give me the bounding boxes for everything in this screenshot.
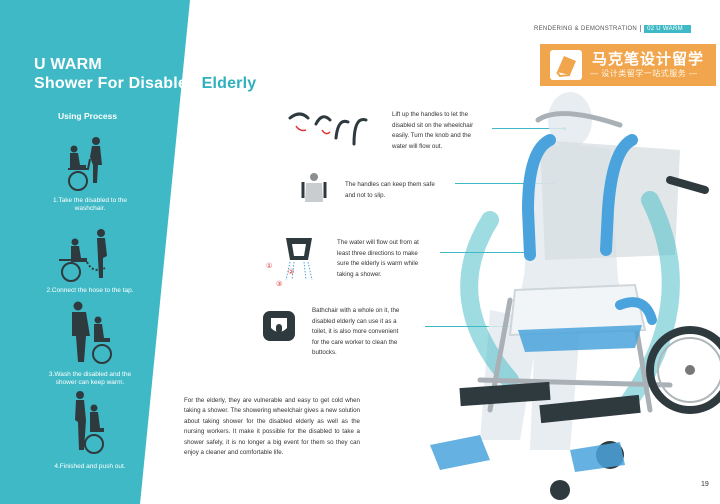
section-name: RENDERING & DEMONSTRATION: [534, 26, 638, 33]
person-handles-icon: [301, 173, 327, 202]
step-3-line-1: 3.Wash the disabled and the: [48, 371, 132, 378]
title-line-1: U WARM: [34, 56, 102, 73]
step-4-line-1: 4.Finished and push out.: [54, 463, 126, 470]
feature-1-text: Lift up the handles to let the disabled …: [392, 110, 492, 152]
step-3-illustration: [72, 301, 112, 364]
wheelchair-rendering: [430, 92, 720, 500]
leader-line-1: [492, 128, 564, 129]
feature-2-text: The handles can keep them safe and not t…: [345, 180, 455, 201]
feature-4-line: Bathchair with a whole on it, the: [312, 307, 400, 314]
feature-1-line: Lift up the handles to let the: [392, 111, 469, 118]
title-highlight: Elderly: [201, 75, 257, 92]
step-4-illustration: [75, 391, 104, 454]
step-2-label: 2.Connect the hose to the tap.: [35, 287, 145, 295]
feature-3-line: least three directions to make: [337, 249, 418, 257]
feature-4-line: disabled elderly can use it as a: [312, 317, 397, 325]
page-number: 19: [701, 481, 709, 488]
step-1-label: 1.Take the disabled to the washchair.: [40, 197, 140, 213]
step-2-illustration: [59, 229, 107, 282]
step-4-label: 4.Finished and push out.: [40, 463, 140, 471]
feature-4-line: for the care worker to clean the: [312, 338, 398, 346]
feature-4-text: Bathchair with a whole on it, the disabl…: [312, 306, 422, 359]
step-3-line-2: shower can keep warm.: [55, 379, 125, 386]
header-divider: [640, 25, 642, 32]
water-marker-1: ①: [266, 262, 272, 270]
feature-1-line: easily. Turn the knob and the: [392, 132, 471, 139]
handles-lift-icon: [288, 112, 368, 146]
feature-4-line: buttocks.: [312, 349, 337, 356]
water-marker-3: ③: [276, 280, 282, 288]
section-header: RENDERING & DEMONSTRATION 02 U WARM: [534, 25, 691, 34]
feature-3-line: sure the elderly is warm while: [337, 260, 419, 267]
step-3-label: 3.Wash the disabled and the shower can k…: [40, 371, 140, 387]
feature-1-line: disabled sit on the wheelchair: [392, 121, 474, 129]
brand-logo: 马克笔设计留学 — 设计类留学一站式服务 —: [540, 44, 716, 86]
logo-tagline: — 设计类留学一站式服务 —: [590, 69, 698, 78]
leader-line-3: [440, 252, 534, 253]
feature-2-line: and not to slip.: [345, 191, 386, 199]
water-directions-icon: ① ② ③: [266, 238, 313, 288]
feature-4-line: toilet, it is also more convenient: [312, 328, 399, 335]
step-2-line-1: 2.Connect the hose to the tap.: [46, 287, 134, 294]
title-line-2: Shower For Disabled Elderly: [34, 74, 256, 93]
feature-1-line: water will flow out.: [392, 142, 443, 150]
leader-line-2: [455, 183, 553, 184]
feature-3-line: taking a shower.: [337, 270, 382, 278]
water-marker-2: ②: [288, 268, 294, 276]
feature-3-line: The water will flow out from at: [337, 239, 419, 246]
seat-hole-icon: [263, 311, 295, 341]
step-1-illustration: [68, 137, 102, 191]
step-1-line-1: 1.Take the disabled to the: [52, 197, 128, 204]
page-title: U WARM Shower For Disabled Elderly: [34, 55, 256, 93]
logo-tagline-text: 设计类留学一站式服务: [601, 69, 687, 78]
marker-logo-icon: [550, 50, 582, 80]
feature-2-line: The handles can keep them safe: [345, 181, 435, 188]
title-line-2-prefix: Shower For Disabled: [34, 75, 202, 92]
description-paragraph: For the elderly, they are vulnerable and…: [184, 397, 360, 457]
process-title: Using Process: [58, 111, 118, 121]
chapter-tag: 02 U WARM: [644, 25, 691, 34]
feature-3-text: The water will flow out from at least th…: [337, 238, 437, 280]
step-1-line-2: washchair.: [74, 205, 106, 212]
logo-name: 马克笔设计留学: [592, 51, 705, 68]
